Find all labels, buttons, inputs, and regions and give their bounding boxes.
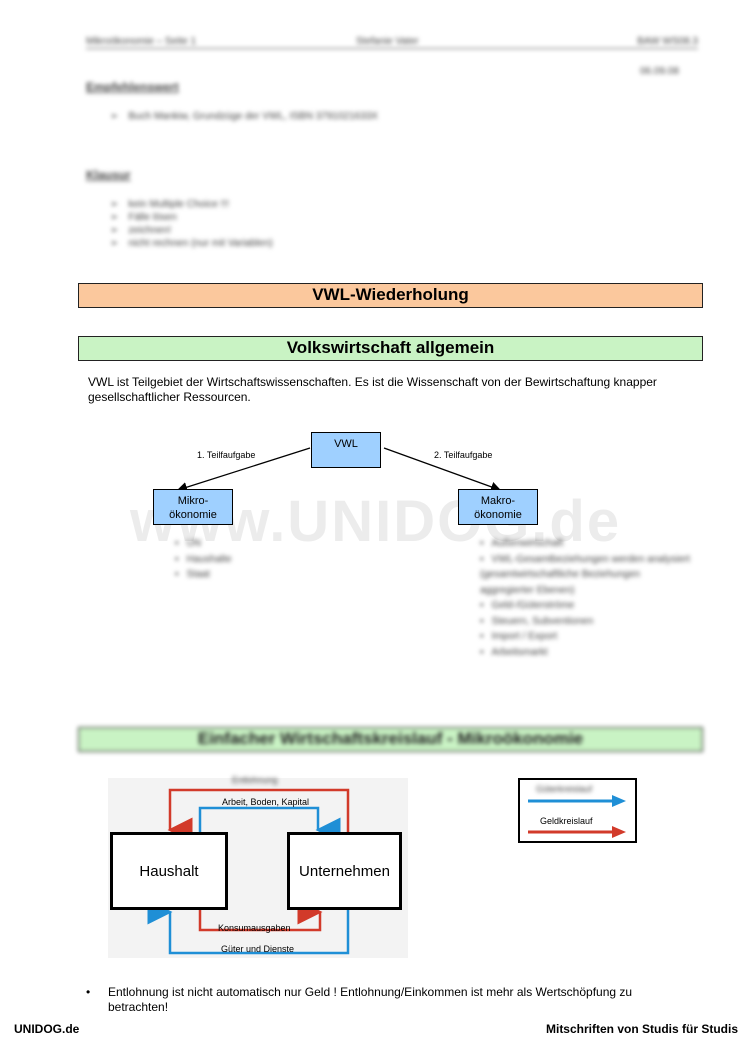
node-makrooekonomie: Makro- ökonomie xyxy=(458,489,538,525)
arrow-konsum xyxy=(198,899,323,932)
arrow-right xyxy=(383,447,502,492)
intro-paragraph: VWL ist Teilgebiet der Wirtschaftswissen… xyxy=(88,375,657,404)
label-konsumausgaben: Konsumausgaben xyxy=(218,923,291,933)
footer-right: Mitschriften von Studis für Studis xyxy=(545,1022,738,1036)
list-item: Außenwirtschaft xyxy=(480,536,695,552)
legend-box: Güterkreislauf Geldkreislauf xyxy=(518,778,637,843)
list-item: Staat xyxy=(175,567,232,583)
list-item: UN xyxy=(175,536,232,552)
klausur-list: kein Multiple Choice !!! Fälle lösen zei… xyxy=(110,198,273,250)
legend-label-geldkreislauf: Geldkreislauf xyxy=(540,816,593,826)
list-item: Steuern, Subventionen xyxy=(480,614,695,630)
mikro-items: UN Haushalte Staat xyxy=(175,536,232,583)
arrow-left xyxy=(176,447,311,493)
legend-label-gueterkreislauf: Güterkreislauf xyxy=(536,784,593,794)
header-date: 06.09.08 xyxy=(640,66,679,77)
list-item: nicht rechnen (nur mit Variablen) xyxy=(110,237,272,250)
list-item: Geld-/Güterströme xyxy=(480,598,695,614)
arrow-entlohnung xyxy=(167,788,350,843)
band-volkswirtschaft-allgemein: Volkswirtschaft allgemein xyxy=(78,336,703,361)
arrow-gueter xyxy=(147,899,350,955)
node-mikrooekonomie: Mikro- ökonomie xyxy=(153,489,233,525)
footer-left: UNIDOG.de xyxy=(14,1022,80,1036)
arrow-arbeit xyxy=(198,806,341,843)
box-unternehmen: Unternehmen xyxy=(287,832,402,910)
bottom-note-text: Entlohnung ist nicht automatisch nur Gel… xyxy=(108,985,633,1014)
band-wirtschaftskreislauf: Einfacher Wirtschaftskreislauf - Mikroök… xyxy=(78,727,703,752)
header-right: BAW WS08.3 xyxy=(637,36,698,47)
label-arbeit-boden-kapital: Arbeit, Boden, Kapital xyxy=(222,797,310,807)
legend-blue-arrow xyxy=(528,795,626,807)
header-author: Stefanie Vater xyxy=(356,36,419,47)
makro-items: Außenwirtschaft VWL-Gesamtbeziehungen we… xyxy=(480,536,695,660)
node-vwl: VWL xyxy=(311,432,381,468)
edge-label-right: 2. Teilfaufgabe xyxy=(434,450,493,460)
list-item: Arbeitsmarkt xyxy=(480,645,695,661)
list-item: zeichnen! xyxy=(110,224,273,237)
header-left: Mikroökonomie – Seite 1 xyxy=(86,36,197,47)
circuit-arrows xyxy=(147,788,350,955)
list-item: VWL-Gesamtbeziehungen werden analysiert … xyxy=(480,552,695,599)
legend-red-arrow xyxy=(528,826,626,838)
list-item: Fälle lösen xyxy=(110,211,273,224)
empfehlenswert-list: Buch Mankiw, Grundzüge der VWL, ISBN 379… xyxy=(110,110,378,123)
band-vwl-wiederholung: VWL-Wiederholung xyxy=(78,283,703,308)
list-item: Buch Mankiw, Grundzüge der VWL, ISBN 379… xyxy=(110,110,378,123)
empfehlenswert-title: Empfehlenswert xyxy=(86,80,179,94)
label-gueter-und-dienste: Güter und Dienste xyxy=(221,944,295,954)
list-item: Haushalte xyxy=(175,552,232,568)
list-item: kein Multiple Choice !!! xyxy=(110,198,273,211)
list-item: Import / Export xyxy=(480,629,695,645)
klausur-title: Klausur xyxy=(86,168,131,182)
label-entlohnung: Entlohnung xyxy=(232,775,278,785)
box-haushalt: Haushalt xyxy=(110,832,228,910)
bottom-note: Entlohnung ist nicht automatisch nur Gel… xyxy=(86,985,688,1015)
page-header: Mikroökonomie – Seite 1 Stefanie Vater B… xyxy=(86,36,698,49)
tree-arrows xyxy=(176,447,502,493)
edge-label-left: 1. Teilfaufgabe xyxy=(197,450,256,460)
